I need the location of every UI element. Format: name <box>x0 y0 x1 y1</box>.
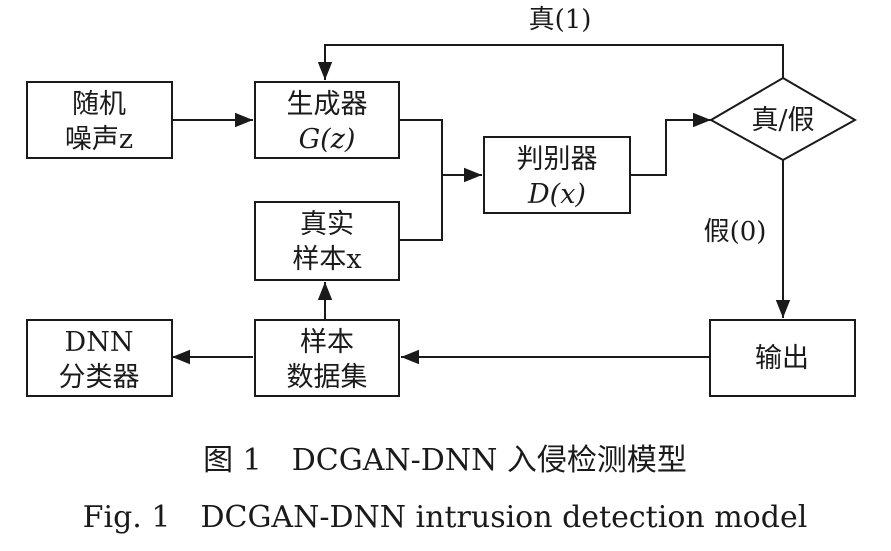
real-sample-line2: 样本x <box>292 244 361 275</box>
edge-label-true: 真(1) <box>529 5 592 35</box>
caption-english: Fig. 1 DCGAN-DNN intrusion detection mod… <box>83 500 808 535</box>
edges <box>172 44 791 365</box>
decision-label: 真/假 <box>751 105 814 136</box>
generator-line2: G(z) <box>299 124 356 155</box>
node-discriminator: 判别器 D(x) <box>483 136 631 214</box>
dataset-line2: 数据集 <box>287 362 368 393</box>
generator-line1: 生成器 <box>287 89 368 120</box>
node-output: 输出 <box>709 319 856 397</box>
discriminator-line2: D(x) <box>527 179 586 210</box>
random-noise-line2: 噪声z <box>65 124 133 155</box>
edge-true-feedback <box>317 44 784 80</box>
node-real-sample: 真实 样本x <box>254 201 400 281</box>
node-generator: 生成器 G(z) <box>254 81 400 159</box>
real-sample-line1: 真实 <box>300 209 354 240</box>
discriminator-line1: 判别器 <box>517 144 598 175</box>
edge-label-false: 假(0) <box>704 217 767 247</box>
edge-discriminator-to-decision <box>630 112 711 176</box>
caption-chinese: 图 1 DCGAN-DNN 入侵检测模型 <box>203 443 687 478</box>
node-random-noise: 随机 噪声z <box>26 81 173 159</box>
node-dnn: DNN 分类器 <box>26 319 173 397</box>
node-dataset: 样本 数据集 <box>254 319 400 397</box>
random-noise-line1: 随机 <box>72 89 126 120</box>
dataset-line1: 样本 <box>300 327 354 358</box>
dnn-line2: 分类器 <box>59 362 140 393</box>
node-decision: 真/假 <box>708 76 858 162</box>
dnn-line1: DNN <box>65 327 134 358</box>
output-label: 输出 <box>755 343 809 374</box>
edge-generator-to-merge <box>399 119 443 175</box>
edge-real-to-merge <box>399 175 443 241</box>
